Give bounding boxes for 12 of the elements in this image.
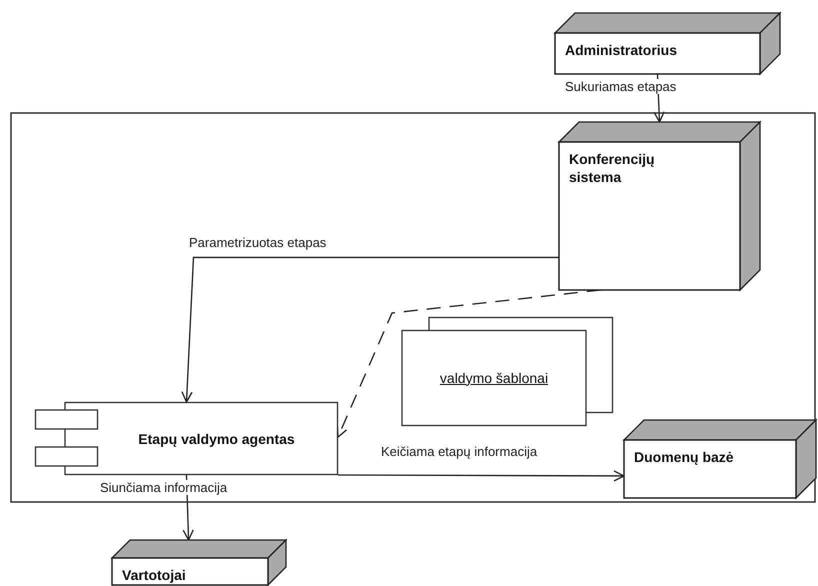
node-title: Duomenų bazė: [634, 448, 735, 466]
node-title: Vartotojai: [122, 566, 187, 584]
node-title: Etapų valdymo agentas: [137, 430, 296, 448]
edge-label: Keičiama etapų informacija: [379, 444, 540, 459]
arrow: [181, 256, 559, 403]
node-title: Konferencijų sistema: [569, 150, 656, 186]
edge-label: Parametrizuotas etapas: [187, 235, 328, 250]
edge-label: Sukuriamas etapas: [563, 79, 678, 94]
node-title: valdymo šablonai: [438, 368, 550, 386]
edge-label: Siunčiama informacija: [98, 480, 230, 495]
node-title: Administratorius: [565, 41, 678, 59]
arrow: [338, 470, 625, 482]
